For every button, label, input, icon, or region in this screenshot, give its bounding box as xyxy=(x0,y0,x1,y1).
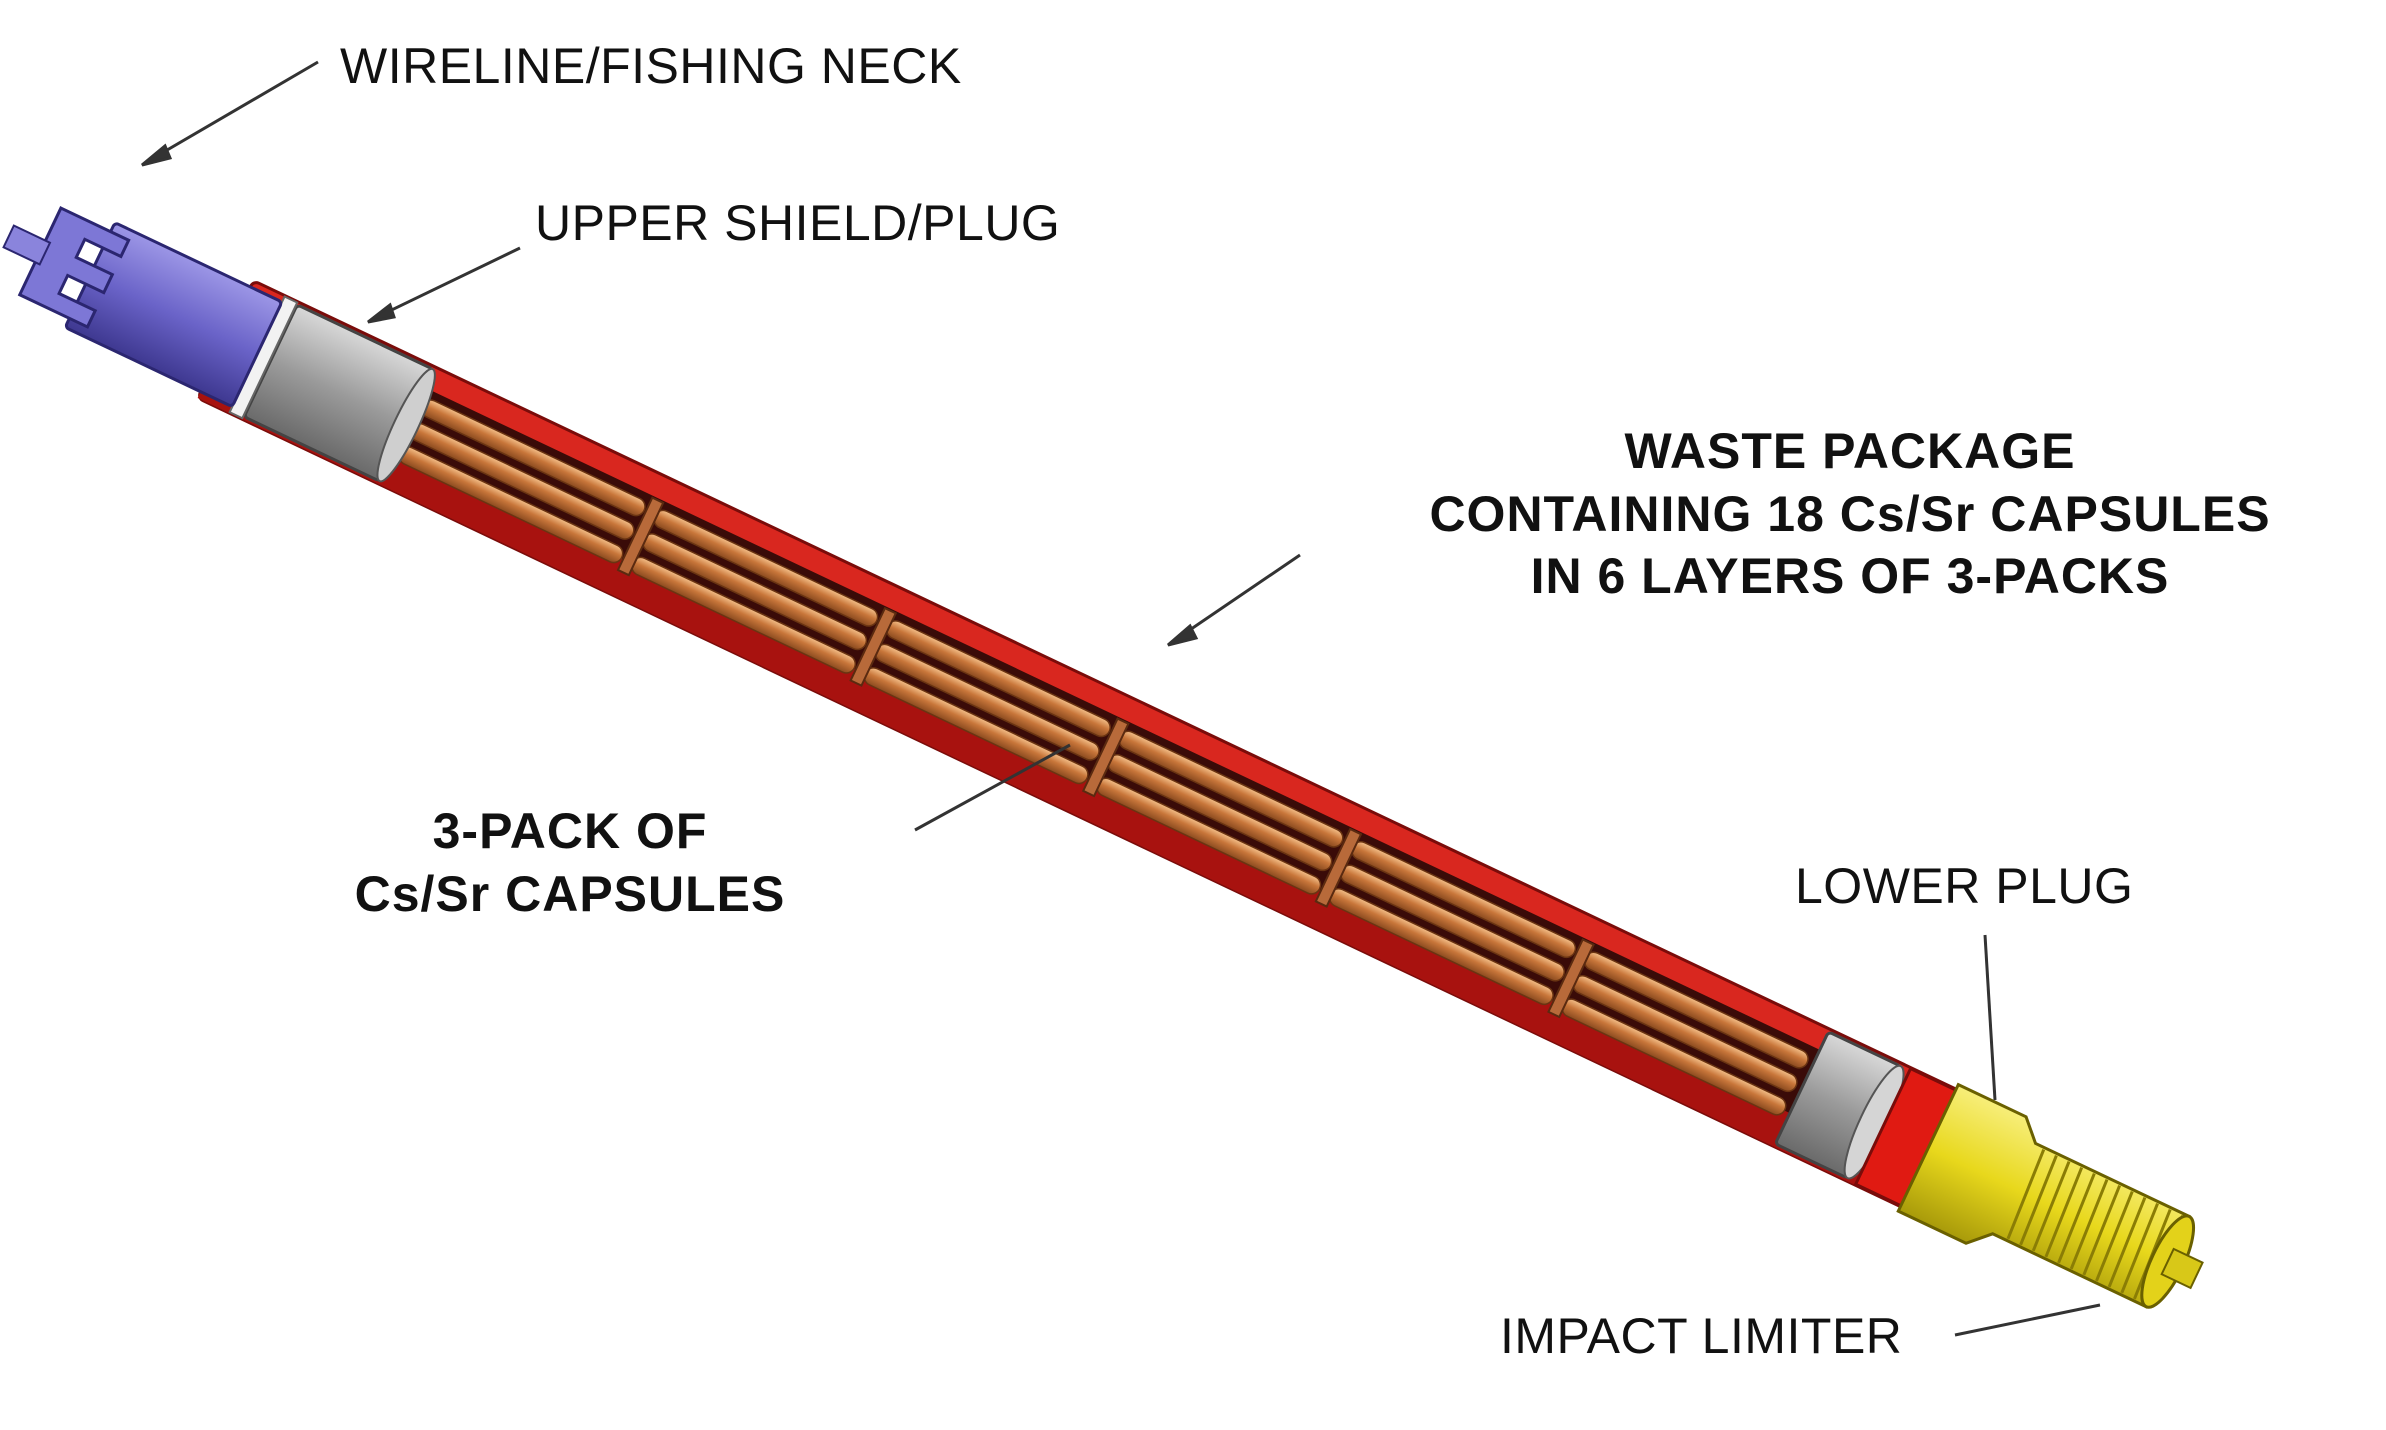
capsule-spacer xyxy=(1547,938,1595,1019)
label-waste-package-line-1: WASTE PACKAGE xyxy=(1624,423,2076,479)
label-waste-package: WASTE PACKAGE CONTAINING 18 Cs/Sr CAPSUL… xyxy=(1365,420,2335,608)
arrowhead-waste-package xyxy=(1167,623,1199,647)
capsule-spacer xyxy=(616,496,665,577)
arrowhead-upper-plug xyxy=(367,302,396,324)
label-impact-limiter: IMPACT LIMITER xyxy=(1500,1308,1903,1364)
capsule-spacer xyxy=(1081,717,1130,798)
leader-impact-limiter xyxy=(1954,1303,2101,1337)
thread-line xyxy=(2006,1149,2046,1240)
thread-line xyxy=(2082,1185,2121,1276)
leader-upper-plug xyxy=(374,246,521,320)
label-waste-package-line-3: IN 6 LAYERS OF 3-PACKS xyxy=(1530,548,2170,604)
label-waste-package-line-2: CONTAINING 18 Cs/Sr CAPSULES xyxy=(1429,485,2271,542)
label-three-pack: 3-PACK OF Cs/Sr CAPSULES xyxy=(290,800,850,925)
capsule-spacer xyxy=(1314,827,1363,908)
leader-waste-package xyxy=(1174,553,1301,642)
thread-line xyxy=(2120,1203,2159,1294)
label-upper-shield-plug: UPPER SHIELD/PLUG xyxy=(535,195,1061,251)
capsule-spacer xyxy=(849,606,898,687)
thread-line xyxy=(2031,1161,2071,1252)
thread-line xyxy=(2095,1191,2134,1282)
leader-lines xyxy=(141,60,2101,1337)
impact-limiter-nub xyxy=(2160,1247,2204,1290)
capsule-stack xyxy=(384,385,1809,1116)
leader-lower-plug xyxy=(1983,934,1997,1101)
arrowhead-wireline xyxy=(141,143,173,167)
thread-line xyxy=(2019,1155,2058,1246)
label-three-pack-line-2: Cs/Sr CAPSULES xyxy=(354,865,786,922)
leader-wireline xyxy=(149,60,319,162)
fishing-neck-tab xyxy=(2,224,52,266)
canister xyxy=(2,206,2204,1309)
fishing-neck-slots xyxy=(17,206,131,329)
leader-three-pack xyxy=(914,743,1071,832)
label-wireline-fishing-neck: WIRELINE/FISHING NECK xyxy=(340,38,962,94)
upper-plug-face xyxy=(376,367,436,483)
label-three-pack-line-1: 3-PACK OF xyxy=(432,803,708,859)
thread-line xyxy=(2107,1197,2147,1288)
thread-line xyxy=(2057,1173,2096,1264)
thread-line xyxy=(2069,1179,2109,1270)
thread-line xyxy=(2044,1167,2084,1258)
label-lower-plug: LOWER PLUG xyxy=(1795,858,2134,914)
